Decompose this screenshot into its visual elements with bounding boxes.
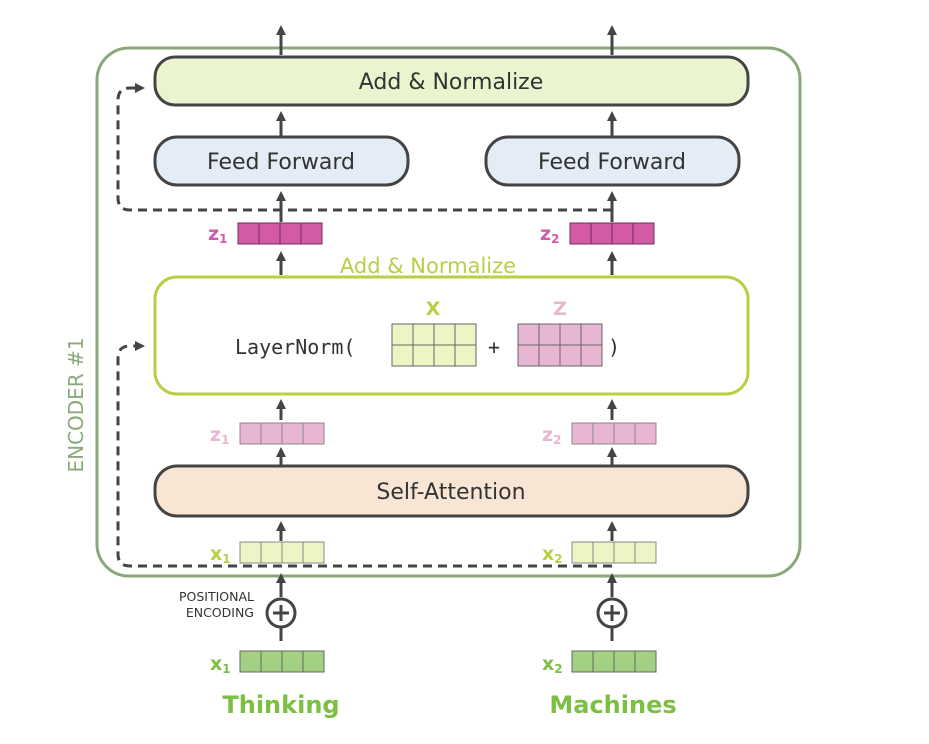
add-normalize-top-box [153,55,750,107]
input-word-thinking: Thinking [222,691,339,719]
self-attention-box [153,464,750,518]
x-input-vector-2: x2 [542,541,657,566]
input-word-machines: Machines [549,691,676,719]
encoder-box [95,46,802,578]
add-normalize-top-label: Add & Normalize [359,70,544,95]
matrix-z [517,323,603,367]
x-input-vector-1: x1 [210,541,325,566]
z-mid-vector-2: z2 [542,422,657,447]
feed-forward-label-1: Feed Forward [207,150,355,175]
encoder-label: ENCODER #1 [64,337,88,472]
layernorm-suffix: ) [608,335,620,359]
add-normalize-mid-title: Add & Normalize [340,254,516,278]
svg-text:z2: z2 [542,424,561,447]
z-top-vector-1: z1 [208,222,323,246]
x-embedding-vector-2: x2 [542,650,657,676]
residual-dashed-top [116,83,612,212]
positional-encoding-line1: POSITIONAL [179,589,254,604]
feed-forward-label-2: Feed Forward [538,150,686,175]
x-embedding-vector-1: x1 [210,650,325,676]
positional-encoding-line2: ENCODING [186,605,254,620]
layernorm-prefix: LayerNorm( [235,335,355,359]
svg-text:z1: z1 [208,223,227,246]
z-mid-vector-1: z1 [210,422,325,447]
matrix-z-label: Z [553,298,567,320]
z-top-vector-2: z2 [540,222,655,246]
layernorm-plus: + [488,335,500,359]
svg-text:x2: x2 [542,653,563,676]
feed-forward-box-1 [153,135,410,187]
plus-circle-icon-1 [265,597,297,629]
svg-text:z1: z1 [210,424,229,447]
plus-circle-icon-2 [596,597,628,629]
feed-forward-box-2 [484,135,741,187]
svg-text:x1: x1 [210,653,231,676]
matrix-x [391,323,477,367]
self-attention-label: Self-Attention [376,480,525,505]
svg-text:z2: z2 [540,223,559,246]
matrix-x-label: X [426,298,441,320]
svg-text:x1: x1 [210,543,231,566]
svg-text:x2: x2 [542,543,563,566]
residual-dashed-bottom [116,341,612,568]
